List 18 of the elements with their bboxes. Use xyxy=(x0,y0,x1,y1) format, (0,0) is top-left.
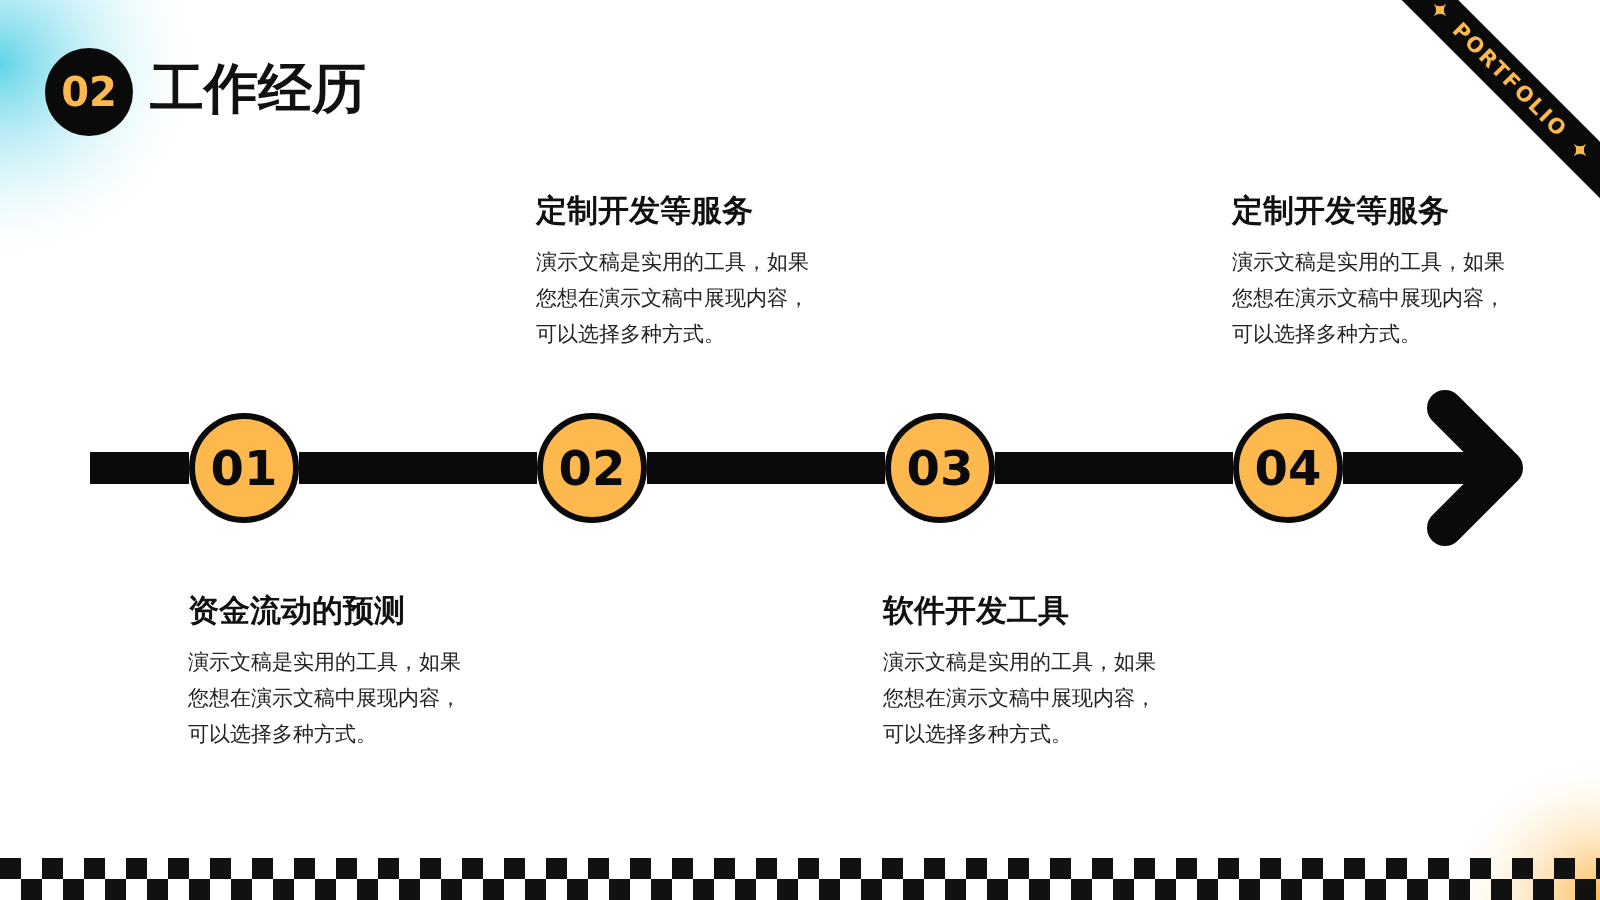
step-description: 演示文稿是实用的工具，如果您想在演示文稿中展现内容，可以选择多种方式。 xyxy=(1232,249,1506,348)
step-description: 演示文稿是实用的工具，如果您想在演示文稿中展现内容，可以选择多种方式。 xyxy=(188,649,462,748)
timeline-arrow xyxy=(1343,390,1523,546)
title: 工作经历 xyxy=(150,56,366,122)
step-heading: 定制开发等服务 xyxy=(1232,191,1449,230)
step-description: 演示文稿是实用的工具，如果您想在演示文稿中展现内容，可以选择多种方式。 xyxy=(536,249,810,348)
step-circle: 01 xyxy=(189,413,299,523)
step-description: 演示文稿是实用的工具，如果您想在演示文稿中展现内容，可以选择多种方式。 xyxy=(883,649,1157,748)
timeline-line xyxy=(647,452,885,484)
step-heading: 定制开发等服务 xyxy=(536,191,753,230)
step-heading: 资金流动的预测 xyxy=(188,591,405,630)
timeline-line xyxy=(299,452,537,484)
step-circle: 04 xyxy=(1233,413,1343,523)
step-heading: 软件开发工具 xyxy=(883,591,1069,630)
timeline-line xyxy=(995,452,1233,484)
step-circle: 02 xyxy=(537,413,647,523)
timeline-line xyxy=(90,452,189,484)
step-circle: 03 xyxy=(885,413,995,523)
